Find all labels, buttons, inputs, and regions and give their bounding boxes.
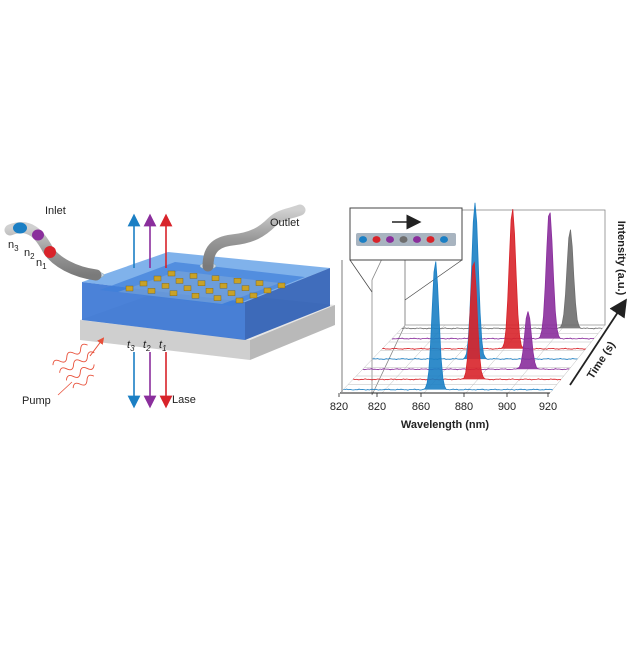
device-schematic: Inlet Outlet n3 n2 n1 t3 t2 t1 Lase Pump bbox=[4, 204, 335, 409]
inset-droplet bbox=[386, 236, 394, 243]
pillar bbox=[233, 278, 242, 284]
spectrum-line bbox=[362, 311, 570, 371]
chamber-side bbox=[245, 268, 330, 340]
spectrum-line bbox=[343, 261, 553, 391]
y-axis-title: Intensity (a.u.) bbox=[615, 221, 627, 296]
inset-droplet bbox=[413, 236, 421, 243]
inset-connector-top bbox=[349, 259, 373, 293]
t3-label: t3 bbox=[127, 339, 135, 353]
pillar bbox=[189, 273, 198, 279]
outlet-tube bbox=[202, 204, 306, 272]
pillar bbox=[139, 280, 148, 287]
x-tick-label: 920 bbox=[539, 401, 557, 413]
inset-droplet bbox=[372, 236, 381, 243]
substrate-side bbox=[250, 305, 335, 360]
x-axis-title: Wavelength (nm) bbox=[401, 419, 490, 431]
pillar bbox=[255, 280, 264, 286]
inset-droplets bbox=[359, 236, 448, 243]
pillar bbox=[227, 290, 236, 296]
pillar bbox=[161, 283, 170, 289]
x-ticks: 820 820 860 880 900 920 bbox=[330, 393, 557, 413]
pillar bbox=[167, 270, 176, 277]
x-tick-label: 820 bbox=[368, 401, 386, 413]
pillar bbox=[191, 293, 200, 299]
pillar bbox=[277, 282, 286, 289]
spectrum-line bbox=[391, 212, 595, 340]
inset-droplet bbox=[399, 236, 408, 243]
x-tick-label: 900 bbox=[498, 401, 516, 413]
pillar bbox=[125, 285, 134, 292]
spectra-traces bbox=[343, 202, 603, 391]
inlet-label: Inlet bbox=[45, 205, 66, 217]
inset-droplet bbox=[440, 236, 448, 243]
pillar bbox=[263, 287, 272, 294]
inset-droplet bbox=[426, 236, 435, 243]
lase-label: Lase bbox=[172, 394, 196, 406]
pillar bbox=[169, 290, 178, 296]
pillar bbox=[153, 275, 162, 282]
x-tick-label: 860 bbox=[412, 401, 430, 413]
x-tick-label: 880 bbox=[455, 401, 473, 413]
pillar-array bbox=[125, 270, 286, 304]
pillar bbox=[249, 292, 258, 299]
spectrum-line bbox=[382, 209, 586, 350]
n3-label: n3 bbox=[8, 239, 19, 253]
pillar bbox=[219, 283, 228, 289]
pillar bbox=[147, 288, 156, 294]
droplet-blue bbox=[13, 222, 27, 234]
spectrum-fill bbox=[343, 261, 553, 391]
substrate-front bbox=[80, 320, 250, 360]
pump-label: Pump bbox=[22, 395, 51, 407]
t2-label: t2 bbox=[143, 339, 151, 353]
pillar bbox=[197, 280, 206, 286]
droplet-red bbox=[44, 246, 56, 258]
spectrum-fill bbox=[362, 311, 570, 370]
inset-droplet bbox=[359, 236, 367, 243]
time-axis-title: Time (s) bbox=[585, 339, 618, 381]
x-tick-label: 820 bbox=[330, 401, 348, 413]
spectra-chart: 820 820 860 880 900 920 Wavelength (nm) Inten… bbox=[330, 202, 627, 431]
pillar bbox=[213, 295, 222, 301]
pump-arrow bbox=[89, 337, 105, 357]
pillar bbox=[235, 297, 244, 304]
pillar bbox=[241, 285, 250, 291]
pillar bbox=[183, 285, 192, 291]
n2-label: n2 bbox=[24, 247, 35, 261]
pillar bbox=[211, 275, 220, 281]
droplet-purple bbox=[32, 229, 44, 241]
n1-label: n1 bbox=[36, 257, 47, 271]
spectrum-line bbox=[352, 261, 562, 381]
chamber-front bbox=[82, 282, 245, 340]
outlet-label: Outlet bbox=[270, 217, 299, 229]
t1-label: t1 bbox=[159, 339, 167, 353]
pillar bbox=[175, 278, 184, 284]
spectrum-line bbox=[372, 202, 578, 361]
pump-leader bbox=[57, 381, 73, 396]
pump-wave bbox=[52, 343, 95, 389]
pillar bbox=[205, 288, 214, 294]
time-axis-arrow bbox=[569, 298, 627, 386]
